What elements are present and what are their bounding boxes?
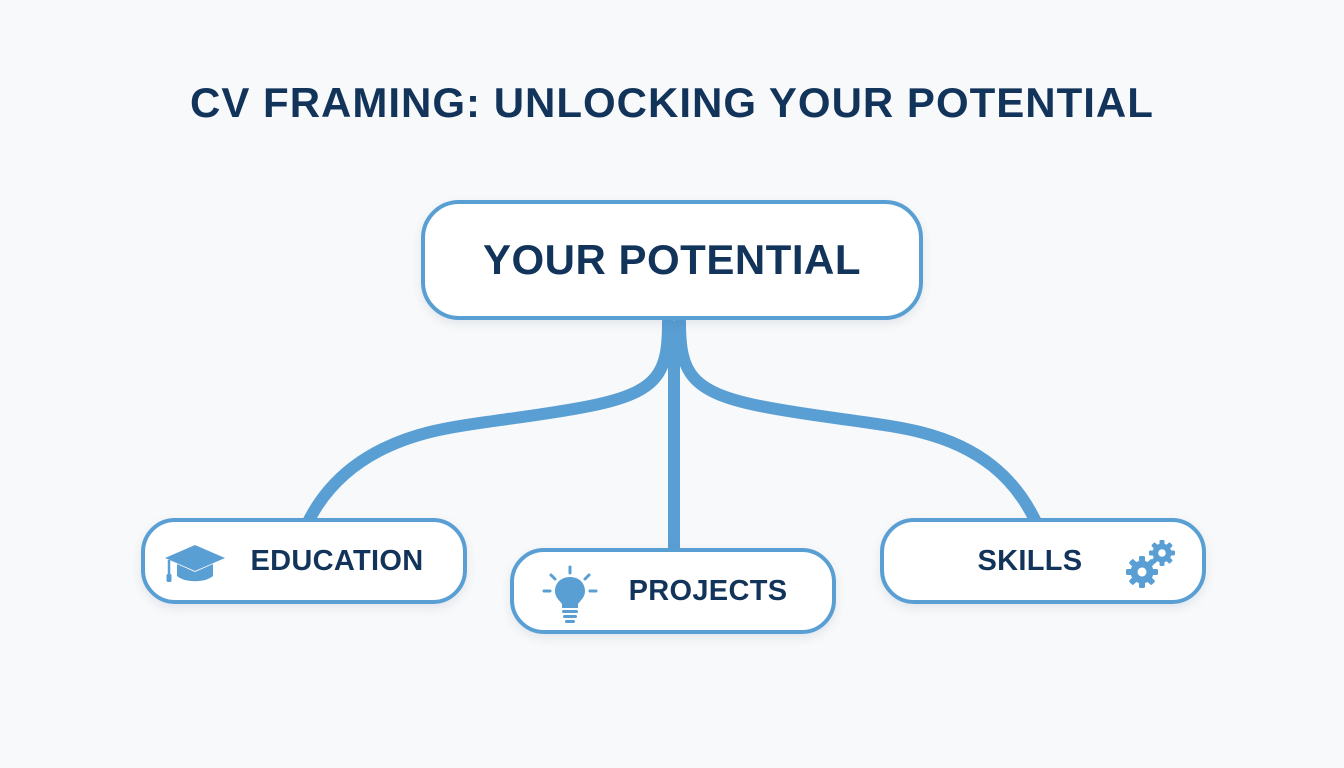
education-node: EDUCATION [141, 518, 467, 604]
graduation-cap-icon [165, 545, 225, 582]
projects-node: PROJECTS [510, 548, 836, 634]
skills-node: SKILLS [880, 518, 1206, 604]
gears-icon [1126, 540, 1175, 588]
page-title: CV FRAMING: UNLOCKING YOUR POTENTIAL [190, 79, 1154, 126]
connector-to-education [302, 316, 674, 528]
connector-to-skills [674, 316, 1042, 528]
lightbulb-icon [542, 565, 598, 623]
projects-label: PROJECTS [628, 574, 788, 607]
education-label: EDUCATION [250, 544, 424, 577]
skills-label: SKILLS [977, 544, 1083, 577]
root-node-label: YOUR POTENTIAL [482, 236, 861, 283]
root-node: YOUR POTENTIAL [421, 200, 923, 320]
